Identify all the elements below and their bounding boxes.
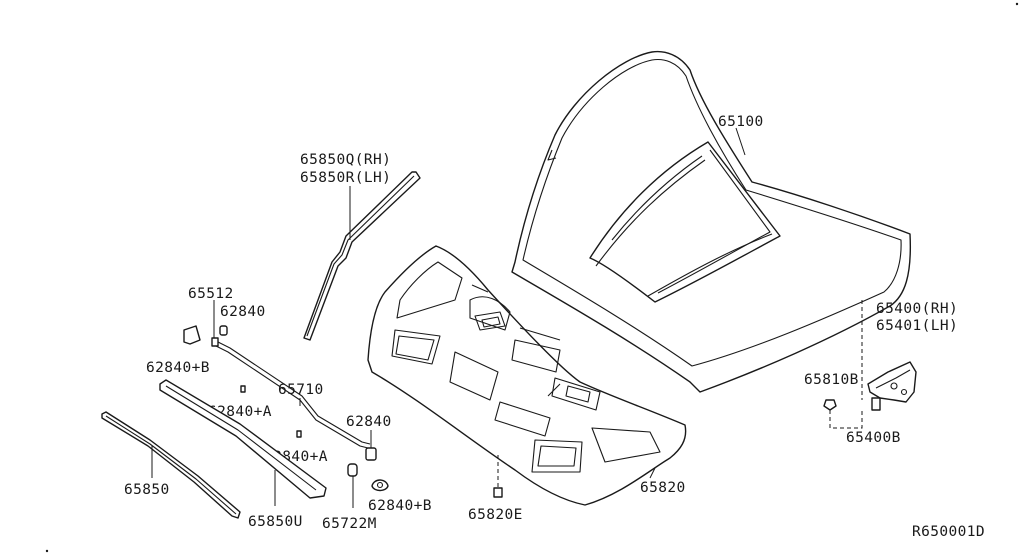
leader-hinge-bolt [829,410,863,429]
hood-strip [303,171,421,341]
hood-panel [511,50,912,393]
label-insulator: 65820 [640,480,686,496]
stay-rod [215,345,369,449]
insulator-clip [493,487,503,498]
label-stay-rod: 65710 [278,382,324,398]
label-hood-strip-lh: 65850R(LH) [300,170,391,186]
label-insulator-clip: 65820E [468,507,523,523]
figure-code: R650001D [912,524,985,540]
clip-right [365,447,377,461]
label-hinge-lh: 65401(LH) [876,318,958,334]
seal-lower [101,411,241,519]
clip-a-2 [296,430,302,438]
bumper-b-left [183,325,201,345]
label-bumper-b-left: 62840+B [146,360,210,376]
label-rod-holder: 65512 [188,286,234,302]
label-hinge-bolt: 65810B [804,372,859,388]
hood-hinge [867,361,917,403]
leader-hood [735,127,746,156]
label-clip-top: 62840 [220,304,266,320]
hinge-bolt [823,399,837,411]
label-clip-right: 62840 [346,414,392,430]
bumper-b-right [371,479,389,492]
label-bumper-m: 65722M [322,516,377,532]
label-hinge-nut: 65400B [846,430,901,446]
label-seal-upper: 65850U [248,514,303,530]
rod-holder [211,337,219,347]
clip-top [219,325,228,336]
bumper-m [347,463,358,477]
label-bumper-b-right: 62840+B [368,498,432,514]
label-seal-lower: 65850 [124,482,170,498]
label-hood-strip-rh: 65850Q(RH) [300,152,391,168]
hinge-nut [871,397,881,411]
label-hinge-rh: 65400(RH) [876,301,958,317]
seal-upper [159,379,327,499]
corner-mark [1015,2,1019,6]
corner-mark [45,549,49,553]
leader-insulator [649,467,656,479]
label-hood: 65100 [718,114,764,130]
clip-a-1 [240,385,246,393]
hood-insulator [367,245,687,506]
